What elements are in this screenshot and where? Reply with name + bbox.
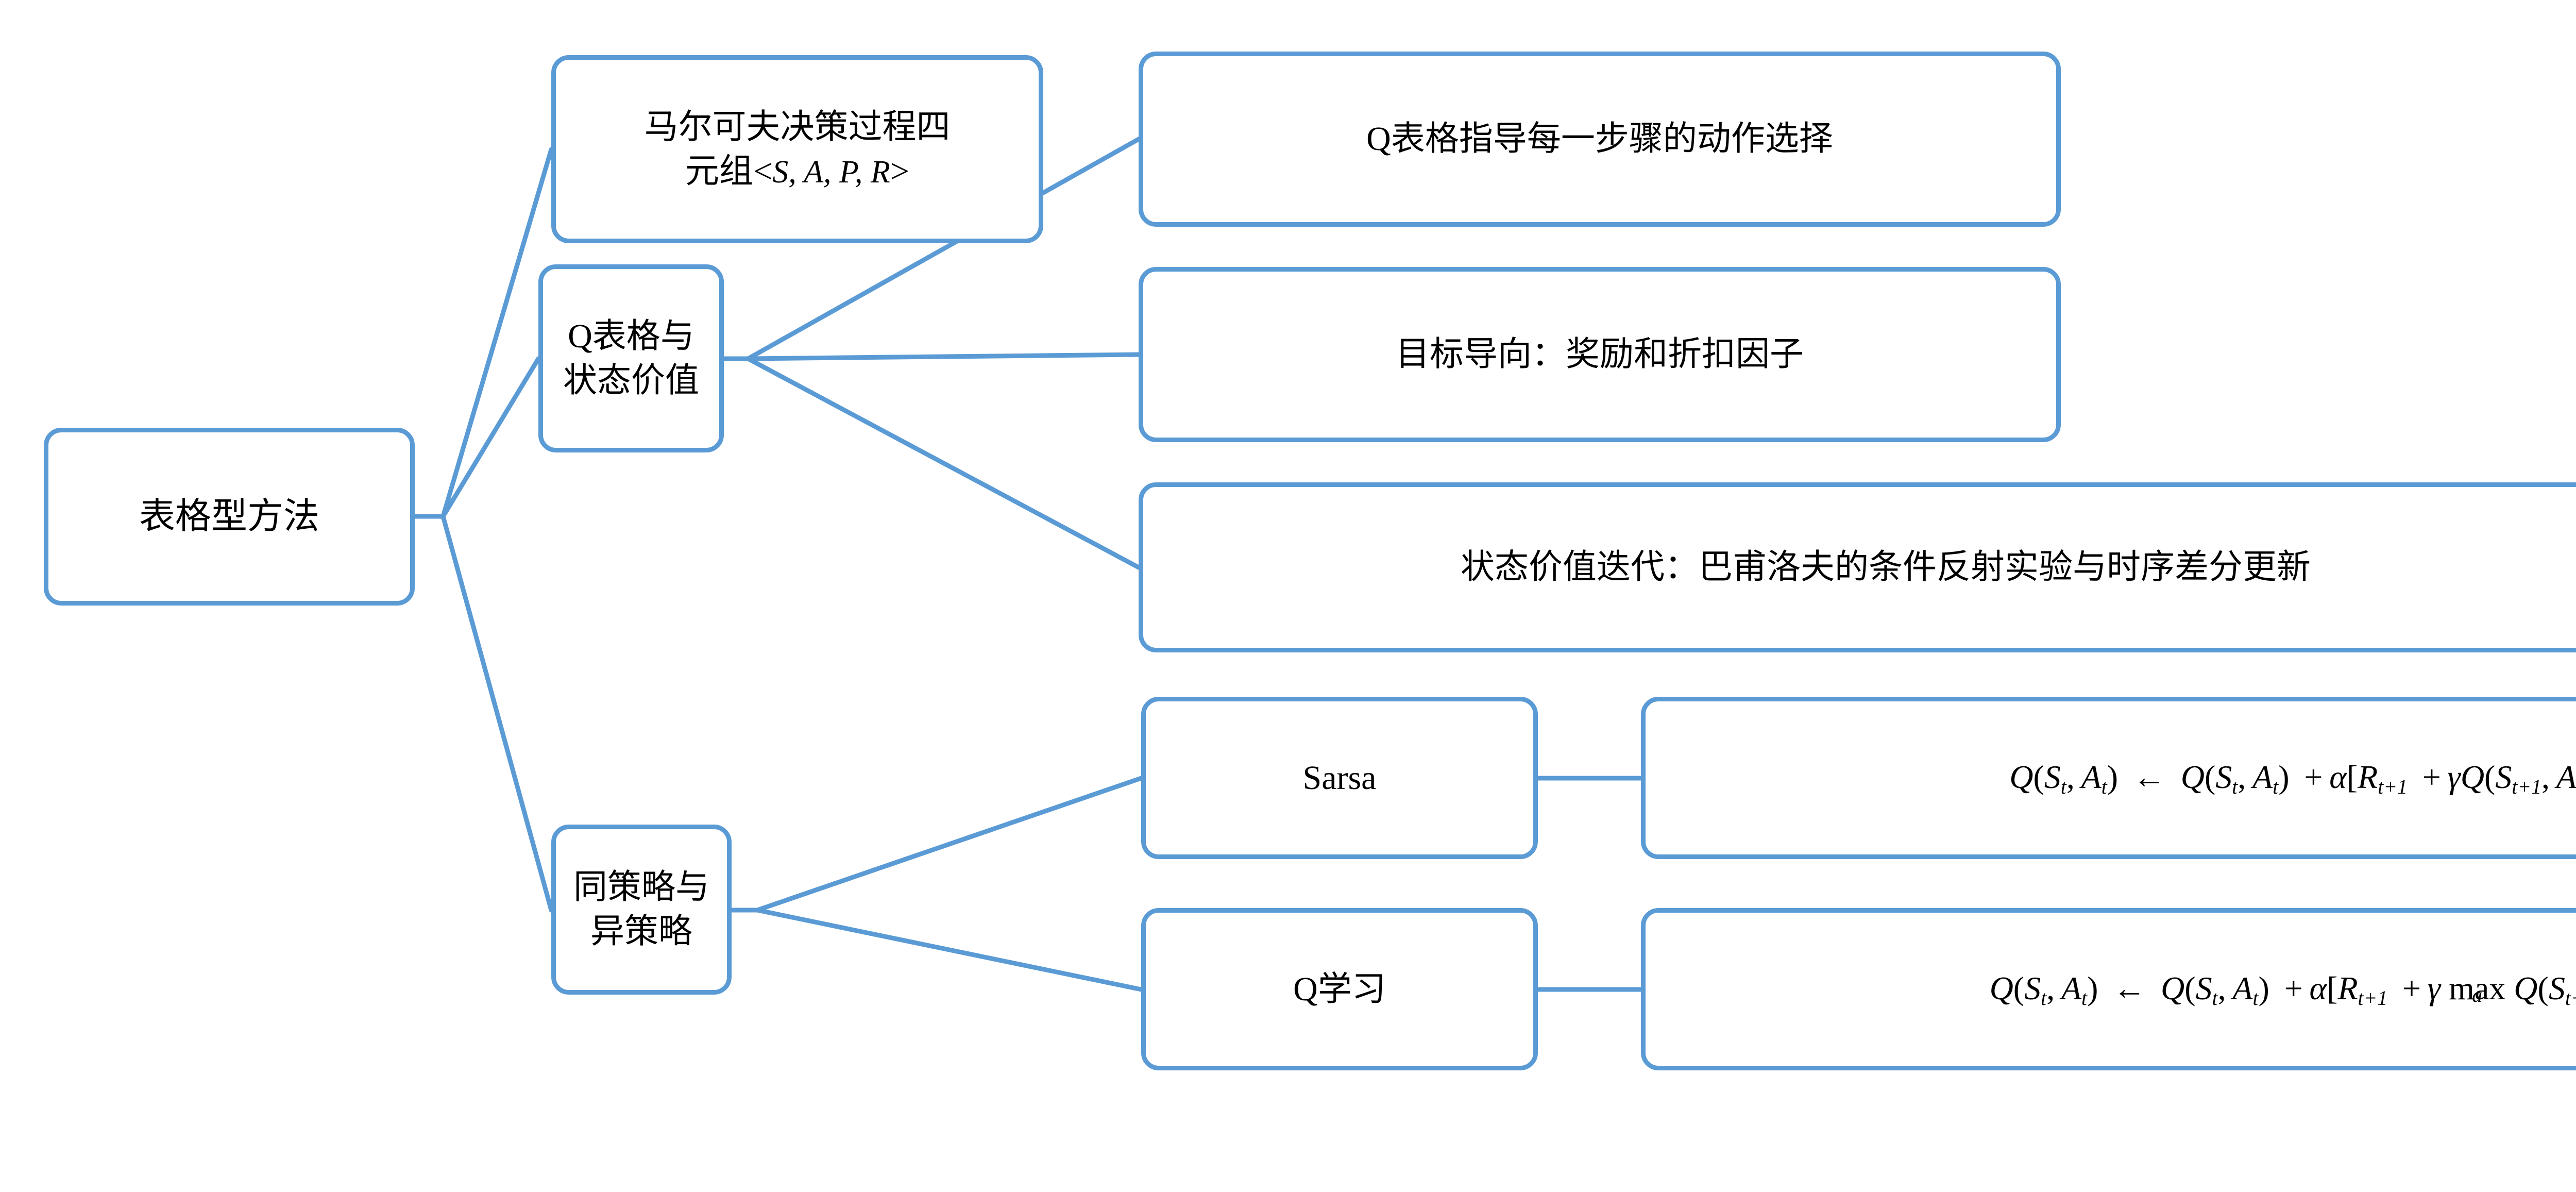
node-q-guide-label: Q表格指导每一步骤的动作选择 [1366,120,1833,158]
node-goal-oriented-reward-discount[interactable]: 目标导向：奖励和折扣因子 [1139,267,2061,442]
edge-root-to-policy [440,514,554,913]
node-iteration-label: 状态价值迭代：巴甫洛夫的条件反射实验与时序差分更新 [1461,548,2311,586]
node-q-table-state-value[interactable]: Q表格与状态价值 [538,264,724,452]
node-state-value-iteration[interactable]: 状态价值迭代：巴甫洛夫的条件反射实验与时序差分更新 [1139,482,2576,652]
node-mdp-label-line1: 马尔可夫决策过程四 [644,108,951,146]
node-on-off-policy[interactable]: 同策略与异策略 [551,825,732,995]
node-q-table-guides-action-selection[interactable]: Q表格指导每一步骤的动作选择 [1139,52,2061,227]
node-goal-label: 目标导向：奖励和折扣因子 [1396,335,1804,374]
node-sarsa[interactable]: Sarsa [1141,697,1538,859]
node-markov-decision-process[interactable]: 马尔可夫决策过程四 元组<S, A, P, R> [551,55,1043,243]
node-mdp-label: 马尔可夫决策过程四 元组<S, A, P, R> [565,105,1029,194]
sarsa-formula-expression: Q(St, At) ← Q(St, At) + α[Rt+1 + γQ(St+1… [2009,758,2576,798]
node-sarsa-formula[interactable]: Q(St, At) ← Q(St, At) + α[Rt+1 + γQ(St+1… [1641,697,2576,859]
node-root-label: 表格型方法 [139,497,319,536]
node-root[interactable]: 表格型方法 [44,428,415,606]
edge-qtable-to-goal [745,352,1141,361]
node-mdp-label-line2: 元组<S, A, P, R> [685,152,909,190]
edge-qtable-to-iter [745,356,1141,570]
edge-policy-to-qlearn [755,908,1144,992]
node-on-off-policy-label: 同策略与异策略 [573,868,709,950]
node-q-table-label: Q表格与状态价值 [563,317,699,399]
node-sarsa-label: Sarsa [1302,759,1377,797]
edge-root-to-mdp [440,147,554,519]
edge-root-to-qtable [440,356,541,519]
node-mdp-tuple-vars: S, A, P, R [772,154,890,190]
node-q-learning-label: Q学习 [1293,970,1386,1008]
edge-policy-to-sarsa [755,776,1144,913]
node-q-learning[interactable]: Q学习 [1141,908,1538,1070]
